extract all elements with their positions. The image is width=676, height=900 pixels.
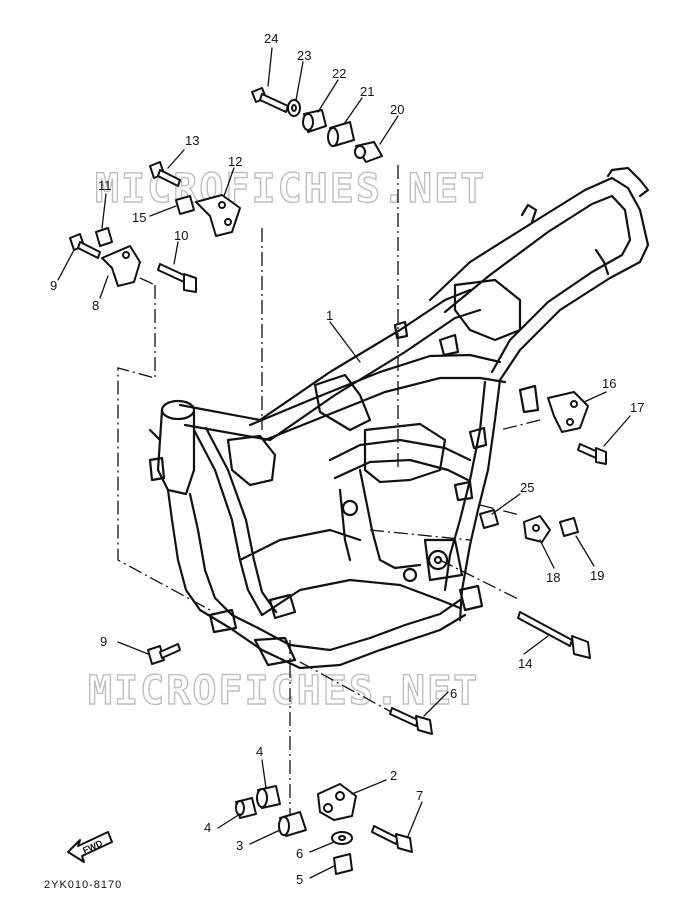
callout-19: 19 (590, 568, 604, 583)
callout-8: 8 (92, 298, 99, 313)
callout-16: 16 (602, 376, 616, 391)
callout-13: 13 (185, 133, 199, 148)
callout-10: 10 (174, 228, 188, 243)
callout-15: 15 (132, 210, 146, 225)
fwd-label: FWD (81, 838, 104, 856)
assembly-guide-lines (117, 165, 541, 830)
watermark-bottom: MICROFICHES.NET (88, 668, 479, 714)
callout-4-upper: 4 (256, 744, 263, 759)
callout-3: 3 (236, 838, 243, 853)
callout-14: 14 (518, 656, 532, 671)
drawing-code: 2YK010-8170 (44, 879, 122, 891)
callout-25: 25 (520, 480, 534, 495)
callout-24: 24 (264, 31, 278, 46)
callout-9-top: 9 (50, 278, 57, 293)
callout-6-upper: 6 (450, 686, 457, 701)
callout-23: 23 (297, 48, 311, 63)
callout-4-lower: 4 (204, 820, 211, 835)
callout-17: 17 (630, 400, 644, 415)
loose-parts (69, 87, 607, 875)
callout-7: 6 (296, 846, 303, 861)
callout-22: 22 (332, 66, 346, 81)
callout-18: 18 (546, 570, 560, 585)
frame-drawing (148, 166, 650, 670)
fwd-arrow-icon: FWD (67, 831, 113, 863)
callout-6-lower: 7 (416, 788, 423, 803)
callout-2: 2 (390, 768, 397, 783)
callout-1: 1 (326, 308, 333, 323)
callout-20: 20 (390, 102, 404, 117)
callout-5: 5 (296, 872, 303, 887)
callout-labels: 24 23 22 21 20 13 12 15 11 10 9 8 1 16 1… (50, 31, 644, 887)
leader-lines (57, 47, 631, 879)
callout-11: 11 (98, 178, 112, 193)
callout-9-bottom: 9 (100, 634, 107, 649)
callout-21: 21 (360, 84, 374, 99)
callout-12: 12 (228, 154, 242, 169)
